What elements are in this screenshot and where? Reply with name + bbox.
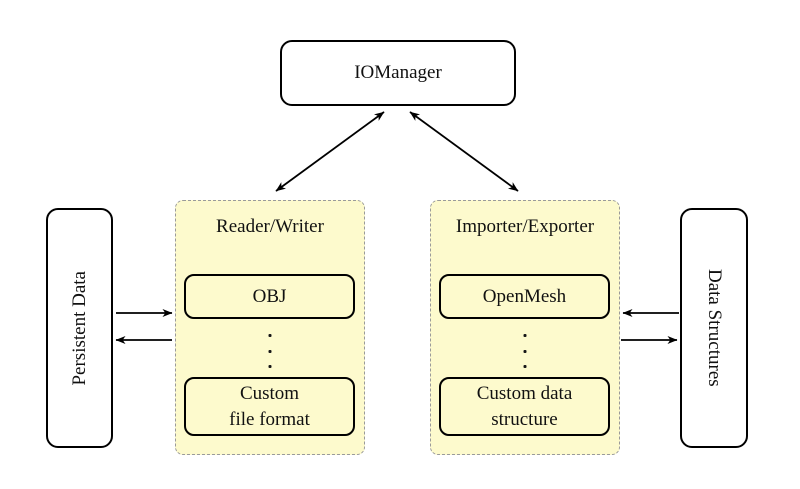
node-custom-data-structure: Custom data structure — [439, 377, 610, 436]
data-structures-label: Data Structures — [704, 269, 725, 387]
node-iomanager: IOManager — [280, 40, 516, 106]
persistent-data-label: Persistent Data — [68, 270, 90, 386]
ellipsis-dots — [523, 334, 527, 368]
node-custom-file-format: Custom file format — [184, 377, 355, 436]
group-importer-exporter: Importer/Exporter OpenMesh Custom data s… — [430, 200, 620, 455]
importer-exporter-title: Importer/Exporter — [455, 216, 595, 237]
custom-file-format-line2: file format — [229, 408, 310, 430]
custom-data-structure-line1: Custom data — [476, 383, 573, 405]
group-reader-writer: Reader/Writer OBJ Custom file format — [175, 200, 365, 455]
ellipsis-dots — [268, 334, 272, 368]
reader-writer-title: Reader/Writer — [216, 216, 324, 237]
openmesh-label-line1: OpenMesh — [482, 285, 567, 307]
arrow-iomanager-importerexporter — [409, 111, 519, 192]
obj-label-line1: OBJ — [252, 285, 287, 307]
node-data-structures: Data Structures — [680, 208, 748, 448]
arrow-iomanager-readerwriter — [275, 111, 385, 192]
node-persistent-data: Persistent Data — [46, 208, 113, 448]
node-openmesh: OpenMesh — [439, 274, 610, 319]
node-obj: OBJ — [184, 274, 355, 319]
iomanager-label: IOManager — [354, 62, 442, 83]
custom-data-structure-line2: structure — [491, 408, 558, 430]
custom-file-format-line1: Custom — [239, 383, 300, 405]
